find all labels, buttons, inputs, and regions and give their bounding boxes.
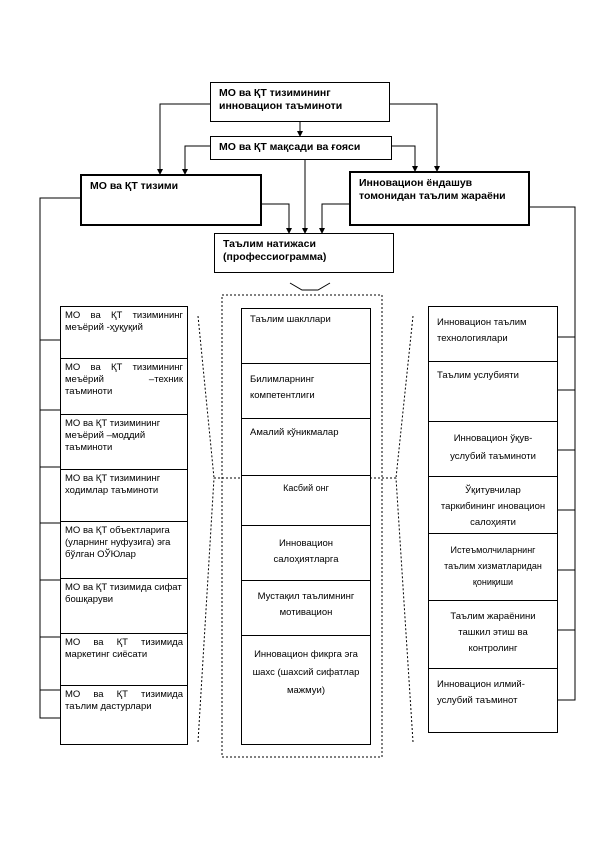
system-label: МО ва ҚТ тизими bbox=[90, 180, 179, 192]
left-item: МО ва ҚТ тизимида сифат бошқаруви bbox=[61, 579, 187, 634]
right-item: Ўқитувчилар таркибининг иновацион салоҳи… bbox=[429, 477, 557, 534]
left-item: МО ва ҚТ тизимининг ходимлар таъминоти bbox=[61, 470, 187, 522]
right-column: Инновацион таълим технологиялари Таълим … bbox=[428, 306, 558, 733]
left-item: МО ва ҚТ тизимида таълим дастурлари bbox=[65, 689, 183, 712]
innovation-process-box: Инновацион ёндашув томонидан таълим жара… bbox=[349, 171, 530, 226]
innovation-support-label: МО ва ҚТ тизимининг инновацион таъминоти bbox=[219, 87, 343, 112]
middle-item: Мустақил таълимнинг мотивацион bbox=[242, 581, 370, 636]
middle-item: Амалий кўникмалар bbox=[242, 419, 370, 476]
system-box: МО ва ҚТ тизими bbox=[80, 174, 262, 226]
middle-item: Билимларнинг компетентлиги bbox=[242, 364, 370, 419]
middle-item: Инновацион фикрга эга шахс (шахсий сифат… bbox=[252, 649, 360, 696]
left-item: МО ва ҚТ тизимининг меъёрий –техник таъм… bbox=[61, 359, 187, 415]
middle-item: Инновацион салоҳиятларга bbox=[242, 526, 370, 581]
middle-item: Таълим шакллари bbox=[242, 309, 370, 364]
left-item: МО ва ҚТ тизимининг меъёрий -ҳуқуқий bbox=[61, 307, 187, 359]
left-item: МО ва ҚТ тизимида маркетинг сиёсати bbox=[61, 634, 187, 686]
result-label: Таълим натижаси (профессиограмма) bbox=[223, 238, 327, 263]
middle-column: Таълим шакллари Билимларнинг компетентли… bbox=[241, 308, 371, 745]
left-column: МО ва ҚТ тизимининг меъёрий -ҳуқуқий МО … bbox=[60, 306, 188, 745]
innovation-process-label: Инновацион ёндашув томонидан таълим жара… bbox=[359, 177, 506, 202]
goal-idea-box: МО ва ҚТ мақсади ва ғояси bbox=[210, 136, 392, 160]
right-item: Инновацион ўқув-услубий таъминоти bbox=[429, 422, 557, 477]
right-item: Таълим услубияти bbox=[429, 362, 557, 422]
middle-item: Касбий онг bbox=[242, 476, 370, 526]
goal-idea-label: МО ва ҚТ мақсади ва ғояси bbox=[219, 141, 361, 153]
right-item: Таълим жараёнини ташкил этиш ва контроли… bbox=[429, 601, 557, 669]
left-item: МО ва ҚТ тизимининг меъёрий –моддий таъм… bbox=[61, 415, 187, 470]
right-item: Истеъмолчиларнинг таълим хизматларидан қ… bbox=[429, 534, 557, 601]
left-item: МО ва ҚТ объектларига (уларнинг нуфузига… bbox=[61, 522, 187, 579]
right-item: Инновацион таълим технологиялари bbox=[429, 307, 557, 362]
result-box: Таълим натижаси (профессиограмма) bbox=[214, 233, 394, 273]
innovation-support-box: МО ва ҚТ тизимининг инновацион таъминоти bbox=[210, 82, 390, 122]
right-item: Инновацион илмий-услубий таъминот bbox=[437, 679, 525, 706]
